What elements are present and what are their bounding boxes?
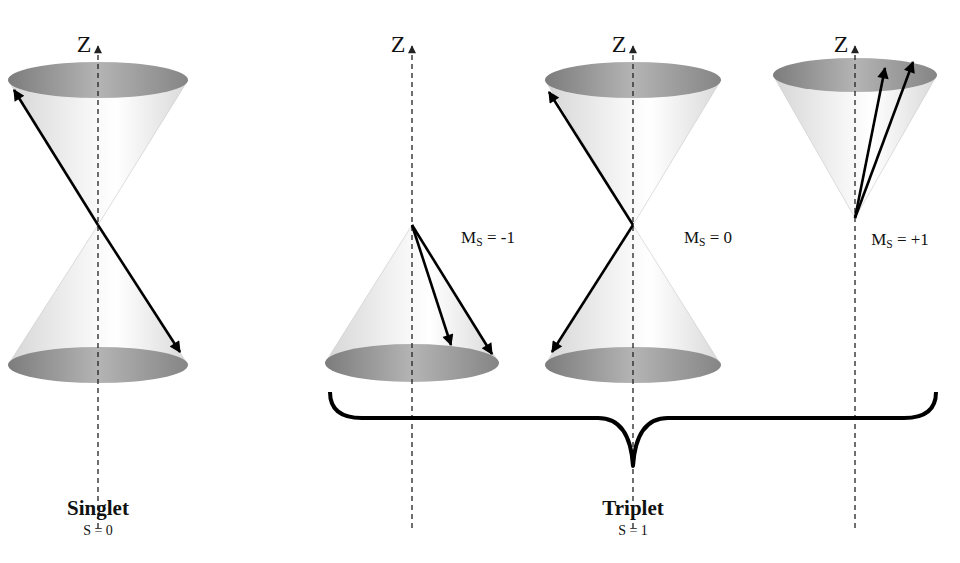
state-heading: Singlet — [67, 497, 129, 520]
triplet-brace — [330, 392, 936, 466]
axis-label-holder: Z — [391, 31, 406, 57]
triplet-plus-one-cone — [773, 46, 937, 528]
spin-projection-label: MS = -1 — [461, 229, 515, 248]
spin-projection-label: MS = 0 — [684, 229, 732, 248]
triplet-minus-one-cone — [325, 46, 499, 528]
axis-label: Z — [612, 31, 627, 57]
spin-quantum-label-holder: S = 1 — [618, 523, 648, 538]
singlet-cones — [8, 46, 188, 528]
axis-label-holder: Z — [834, 31, 849, 57]
state-heading: Triplet — [602, 497, 663, 520]
spin-projection-label-holder: MS = -1 — [461, 229, 515, 248]
axis-label: Z — [834, 31, 849, 57]
spin-quantum-label: S = 0 — [83, 523, 113, 538]
axis-label: Z — [391, 31, 406, 57]
spin-projection-label-holder: MS = 0 — [684, 229, 732, 248]
state-heading-holder: Singlet — [67, 497, 129, 520]
axis-label-holder: Z — [77, 31, 92, 57]
axis-label: Z — [77, 31, 92, 57]
spin-projection-label: MS = +1 — [871, 231, 929, 250]
spin-projection-label-holder: MS = +1 — [871, 231, 929, 250]
spin-quantum-label-holder: S = 0 — [83, 523, 113, 538]
axis-label-holder: Z — [612, 31, 627, 57]
state-heading-holder: Triplet — [602, 497, 663, 520]
spin-quantum-label: S = 1 — [618, 523, 648, 538]
